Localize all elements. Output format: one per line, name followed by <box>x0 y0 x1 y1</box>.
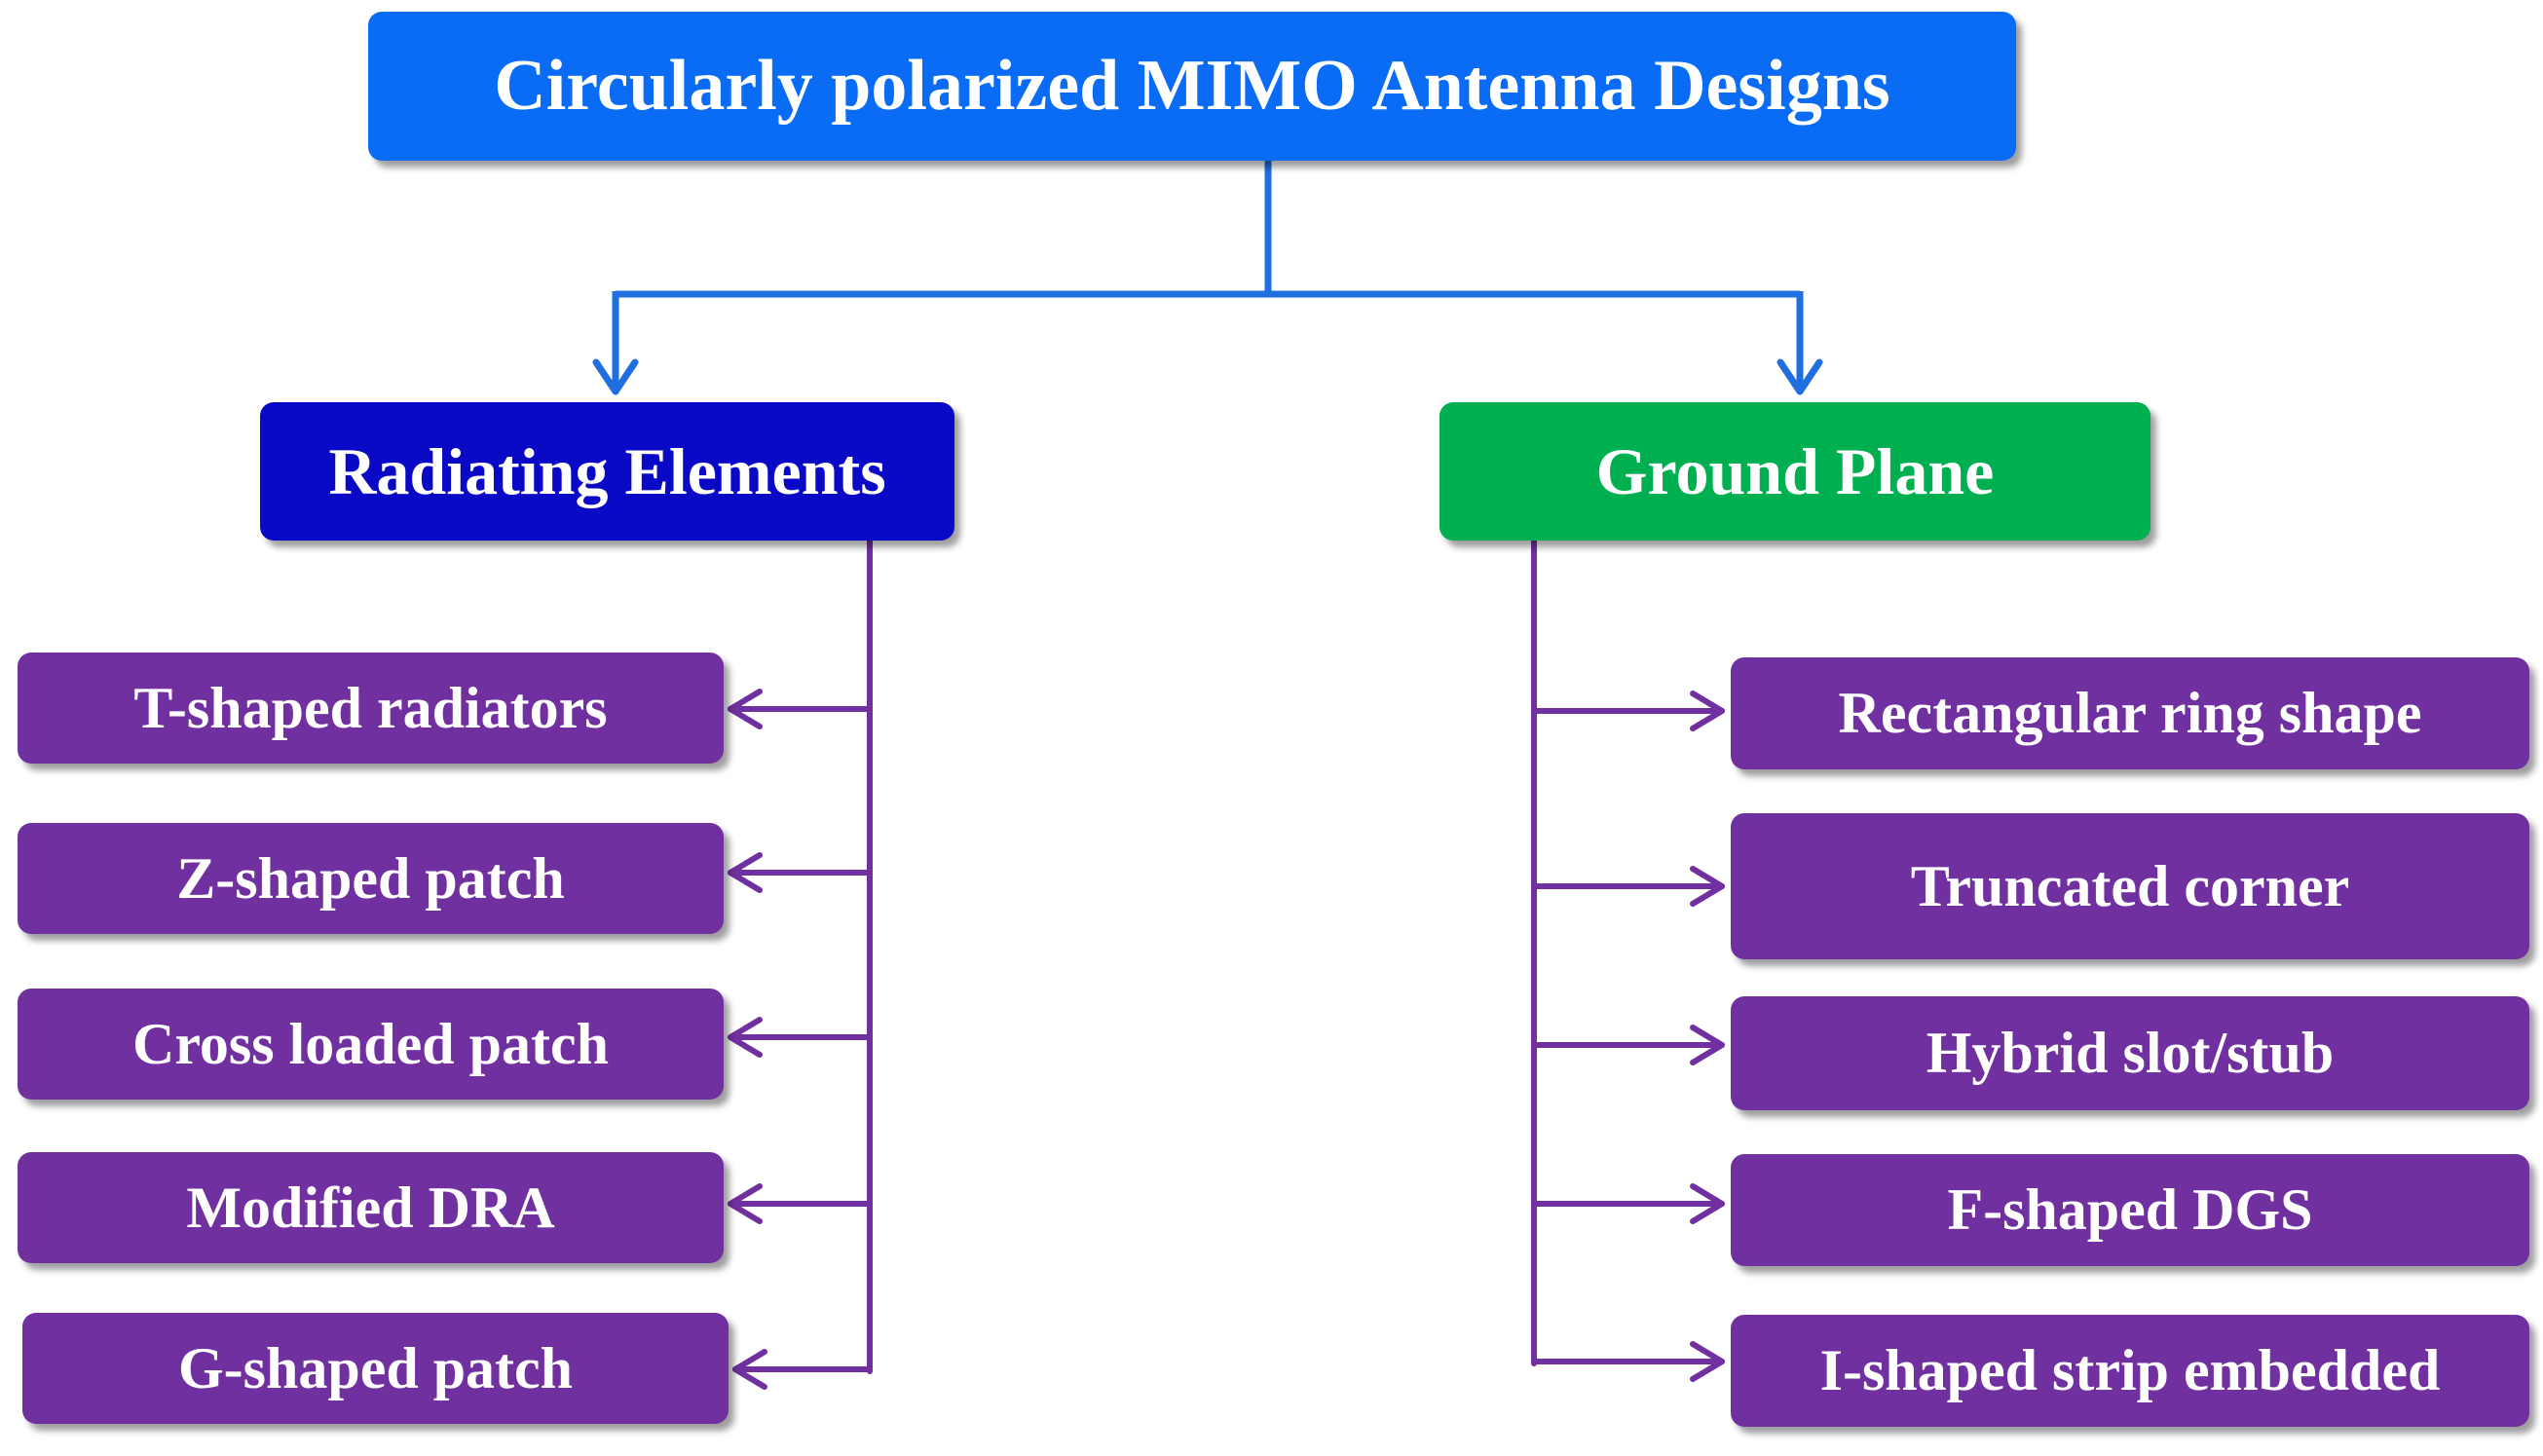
ground-connector <box>1531 538 1725 1382</box>
diagram-title-box: Circularly polarized MIMO Antenna Design… <box>368 12 2016 161</box>
radiating-item-label: G-shaped patch <box>177 1335 574 1400</box>
radiating-elements-box: Radiating Elements <box>260 402 954 541</box>
ground-item: Hybrid slot/stub <box>1731 996 2529 1110</box>
ground-item: Rectangular ring shape <box>1731 657 2529 769</box>
radiating-elements-label: Radiating Elements <box>328 433 886 508</box>
radiating-item-label: Modified DRA <box>186 1175 555 1240</box>
radiating-connector <box>728 538 873 1390</box>
title-connector <box>592 161 1823 395</box>
radiating-item: G-shaped patch <box>22 1313 729 1424</box>
radiating-item: Cross loaded patch <box>18 989 724 1100</box>
ground-plane-label: Ground Plane <box>1595 433 1995 508</box>
radiating-item-label: Cross loaded patch <box>132 1011 609 1076</box>
ground-item-label: I-shaped strip embedded <box>1819 1338 2441 1402</box>
ground-item: Truncated corner <box>1731 813 2529 959</box>
radiating-item: T-shaped radiators <box>18 653 724 764</box>
ground-plane-box: Ground Plane <box>1440 402 2150 541</box>
radiating-item: Z-shaped patch <box>18 823 724 934</box>
ground-item: F-shaped DGS <box>1731 1154 2529 1266</box>
ground-item-label: Truncated corner <box>1910 853 2350 918</box>
radiating-item-label: T-shaped radiators <box>133 675 608 740</box>
ground-item: I-shaped strip embedded <box>1731 1315 2529 1427</box>
radiating-item: Modified DRA <box>18 1152 724 1263</box>
ground-item-label: Hybrid slot/stub <box>1926 1021 2335 1085</box>
diagram-title: Circularly polarized MIMO Antenna Design… <box>494 46 1890 126</box>
radiating-item-label: Z-shaped patch <box>176 845 565 911</box>
ground-item-label: Rectangular ring shape <box>1838 681 2422 745</box>
ground-item-label: F-shaped DGS <box>1947 1177 2313 1242</box>
